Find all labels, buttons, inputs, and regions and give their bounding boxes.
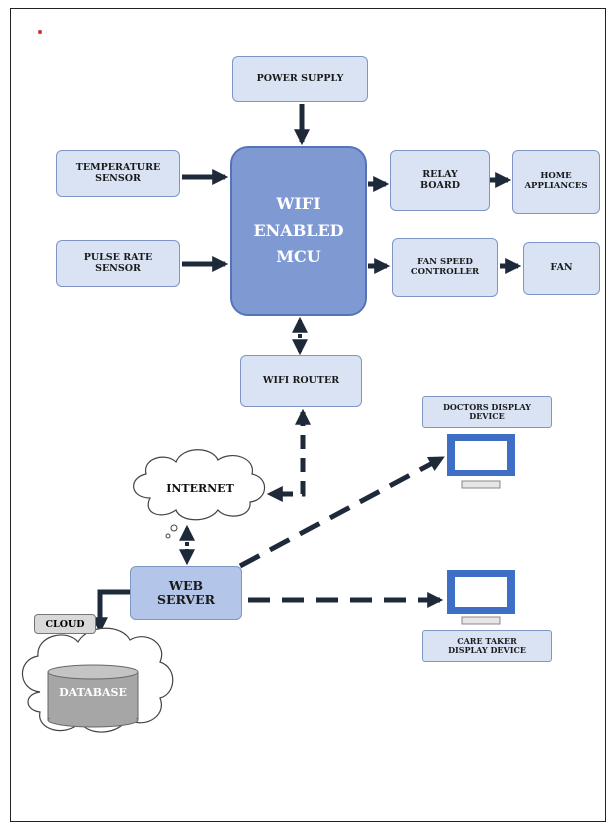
relay-board-block: RELAY BOARD bbox=[390, 150, 490, 211]
wifi-mcu-label: WIFI ENABLED MCU bbox=[253, 194, 344, 267]
doctors-display-label: DOCTORS DISPLAY DEVICE bbox=[442, 401, 532, 421]
power-supply-block: POWER SUPPLY bbox=[232, 56, 368, 102]
pulse-rate-sensor-label: PULSE RATE SENSOR bbox=[83, 251, 153, 274]
wifi-router-block: WIFI ROUTER bbox=[240, 355, 362, 407]
red-dot-mark bbox=[38, 30, 42, 34]
fan-label: FAN bbox=[550, 262, 573, 274]
arrow-webserver-doctors bbox=[238, 455, 445, 569]
power-supply-label: POWER SUPPLY bbox=[256, 72, 344, 84]
temperature-sensor-block: TEMPERATURE SENSOR bbox=[56, 150, 180, 197]
fan-speed-controller-label: FAN SPEED CONTROLLER bbox=[410, 256, 480, 277]
cloud-puff-icon bbox=[165, 533, 171, 539]
care-taker-display-block: CARE TAKER DISPLAY DEVICE bbox=[422, 630, 552, 662]
web-server-block: WEB SERVER bbox=[130, 566, 242, 620]
doctors-display-block: DOCTORS DISPLAY DEVICE bbox=[422, 396, 552, 428]
home-appliances-label: HOME APPLIANCES bbox=[524, 171, 588, 191]
temperature-sensor-label: TEMPERATURE SENSOR bbox=[75, 161, 161, 184]
fan-speed-controller-block: FAN SPEED CONTROLLER bbox=[392, 238, 498, 297]
database-cylinder-icon bbox=[47, 664, 139, 728]
cloud-tag-label: CLOUD bbox=[45, 618, 85, 630]
fan-block: FAN bbox=[523, 242, 600, 295]
internet-label: INTERNET bbox=[166, 482, 234, 495]
computer-monitor-icon bbox=[447, 434, 515, 489]
computer-monitor-icon bbox=[447, 570, 515, 625]
database-label: DATABASE bbox=[59, 686, 127, 699]
cloud-tag: CLOUD bbox=[34, 614, 96, 634]
web-server-label: WEB SERVER bbox=[156, 577, 216, 607]
cloud-icon bbox=[133, 449, 266, 521]
pulse-rate-sensor-block: PULSE RATE SENSOR bbox=[56, 240, 180, 287]
arrow-webserver-database bbox=[91, 589, 130, 634]
relay-board-label: RELAY BOARD bbox=[420, 168, 460, 191]
wifi-mcu-block: WIFI ENABLED MCU bbox=[230, 146, 367, 316]
wifi-router-label: WIFI ROUTER bbox=[262, 374, 340, 386]
arrow-router-internet bbox=[266, 408, 312, 503]
care-taker-display-label: CARE TAKER DISPLAY DEVICE bbox=[448, 635, 526, 655]
home-appliances-block: HOME APPLIANCES bbox=[512, 150, 600, 214]
cloud-puff-icon bbox=[170, 524, 178, 532]
